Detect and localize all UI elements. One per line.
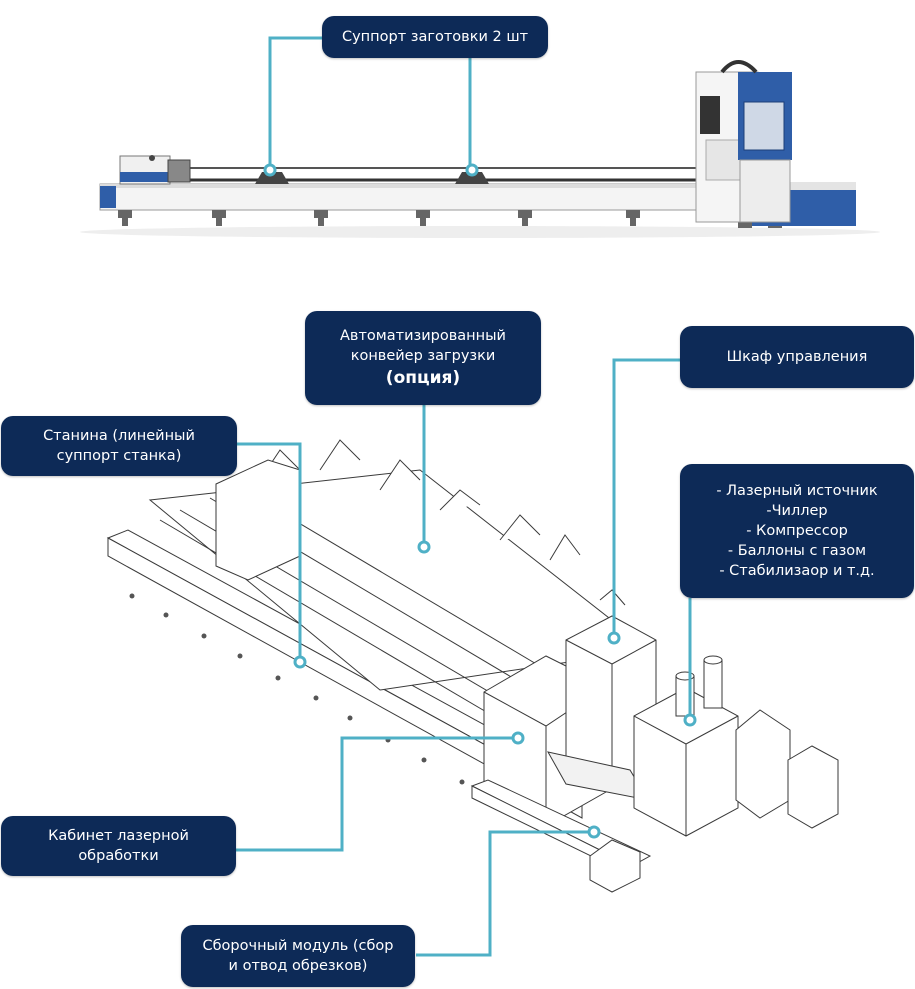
bed-label: Станина (линейный суппорт станка) bbox=[1, 416, 237, 476]
assembly-module-label: Сборочный модуль (сбор и отвод обрезков) bbox=[181, 925, 415, 987]
assembly-module-line1: Сборочный модуль (сбор bbox=[202, 938, 394, 954]
laser-cabinet-line1: Кабинет лазерной bbox=[48, 828, 189, 844]
workpiece-support-label: Суппорт заготовки 2 шт bbox=[322, 16, 548, 58]
auto-conveyor-label: Автоматизированный конвейер загрузки (оп… bbox=[305, 311, 541, 405]
equipment-item-chiller: -Чиллер bbox=[766, 503, 828, 519]
assembly-module-line2: и отвод обрезков) bbox=[228, 958, 368, 974]
auto-conveyor-option: (опция) bbox=[385, 368, 461, 388]
equipment-item-stabilizer: - Стабилизаор и т.д. bbox=[719, 563, 875, 579]
auto-conveyor-line2: конвейер загрузки bbox=[350, 348, 496, 364]
control-cabinet-label: Шкаф управления bbox=[680, 326, 914, 388]
control-cabinet-text: Шкаф управления bbox=[726, 349, 868, 365]
bed-line2: суппорт станка) bbox=[56, 448, 182, 464]
equipment-item-compressor: - Компрессор bbox=[746, 523, 848, 539]
laser-cabinet-line2: обработки bbox=[78, 848, 159, 864]
equipment-item-laser-source: - Лазерный источник bbox=[716, 483, 878, 499]
laser-cabinet-label: Кабинет лазерной обработки bbox=[1, 816, 236, 876]
equipment-item-gas-cylinders: - Баллоны с газом bbox=[727, 543, 867, 559]
equipment-list-label: - Лазерный источник -Чиллер - Компрессор… bbox=[680, 464, 914, 598]
bed-line1: Станина (линейный bbox=[43, 428, 195, 444]
auto-conveyor-line1: Автоматизированный bbox=[340, 328, 506, 344]
workpiece-support-text: Суппорт заготовки 2 шт bbox=[341, 29, 529, 45]
